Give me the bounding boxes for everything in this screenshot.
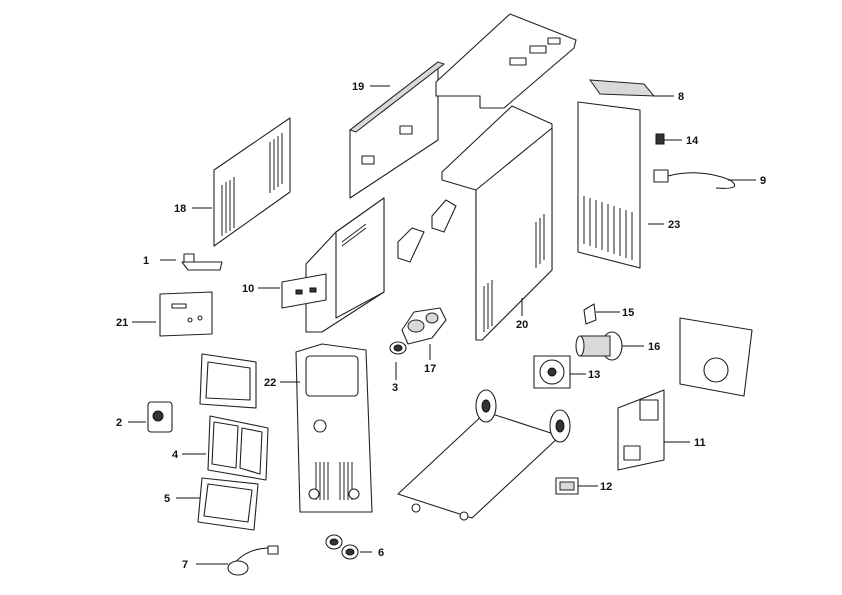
switch-part: [555, 477, 579, 495]
callout-18-label: 18: [174, 203, 186, 215]
callout-1-label: 1: [143, 255, 149, 267]
cover-handles-part: [397, 199, 457, 263]
callout-13-label: 13: [588, 369, 600, 381]
top-cover-part: [435, 13, 577, 109]
callout-5-label: 5: [164, 493, 170, 505]
side-panel-part: [213, 117, 291, 247]
callout-2-label: 2: [116, 417, 122, 429]
callout-12-label: 12: [600, 481, 612, 493]
callout-4-label: 4: [172, 449, 179, 461]
callout-leaders: [128, 85, 756, 565]
callout-11-label: 11: [694, 437, 706, 449]
handle-bracket-part: [181, 253, 223, 271]
rear-panel-part: [577, 101, 641, 269]
control-board-part: [159, 291, 213, 337]
callout-20-label: 20: [516, 319, 528, 331]
panel-part: [679, 317, 753, 397]
control-plate-part: [281, 273, 327, 309]
callout-6-label: 6: [378, 547, 384, 559]
dinse-sockets-part: [325, 534, 359, 560]
top-handle-part: [588, 79, 656, 97]
callout-21-label: 21: [116, 317, 128, 329]
connector-socket-part: [389, 341, 407, 355]
cooling-fan-part: [533, 355, 571, 389]
callout-22-label: 22: [264, 377, 276, 389]
knob-cover-part: [147, 401, 173, 433]
callout-23-label: 23: [668, 219, 680, 231]
window-frames-part: [197, 353, 269, 531]
front-panel-part: [295, 343, 373, 513]
callout-10-label: 10: [242, 283, 254, 295]
trolley-part: [397, 389, 571, 521]
power-cable-part: [653, 169, 736, 189]
gas-hose-part: [227, 545, 279, 576]
inner-chassis-part: [305, 197, 385, 333]
callout-16-label: 16: [648, 341, 660, 353]
callout-19-label: 19: [352, 81, 364, 93]
callout-7-label: 7: [182, 559, 188, 571]
clip-part: [655, 133, 665, 145]
main-cover-part: [441, 105, 553, 341]
wire-spool-part: [575, 331, 623, 361]
power-board-part: [617, 389, 665, 471]
wire-feeder-part: [401, 307, 447, 345]
callout-3-label: 3: [392, 382, 398, 394]
divider-panel-part: [348, 61, 446, 199]
callout-14-label: 14: [686, 135, 699, 147]
callout-15-label: 15: [622, 307, 634, 319]
callout-8-label: 8: [678, 91, 684, 103]
bracket-part: [583, 303, 597, 325]
callout-9-label: 9: [760, 175, 766, 187]
callout-17-label: 17: [424, 363, 436, 375]
